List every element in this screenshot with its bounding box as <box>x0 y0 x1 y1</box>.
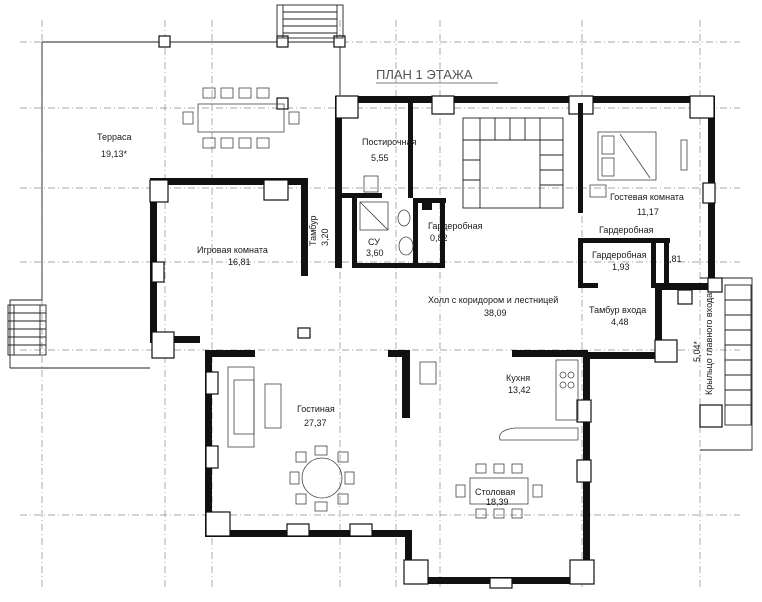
bathroom-fixtures <box>359 175 432 256</box>
room-area-living-room: 27,37 <box>304 418 327 428</box>
room-area-dining-room: 18,39 <box>486 497 509 507</box>
room-name-vestibule: Тамбур <box>308 215 318 246</box>
room-name-hall: Холл с коридором и лестницей <box>428 295 558 305</box>
room-area-vestibule: 3,20 <box>320 228 330 246</box>
room-area-terrace: 19,13* <box>101 149 128 159</box>
game-room-walls <box>149 178 311 359</box>
terrace <box>9 35 346 369</box>
interior-walls <box>335 103 670 418</box>
room-name-kitchen: Кухня <box>506 373 530 383</box>
porch <box>677 277 753 451</box>
room-area-bathroom: 3,60 <box>366 248 384 258</box>
room-name-dining-room: Столовая <box>475 487 515 497</box>
room-name-terrace: Терраса <box>97 132 132 142</box>
room-area-kitchen: 13,42 <box>508 385 531 395</box>
room-area-entry-vestibule: 4,48 <box>611 317 629 327</box>
room-name-entry-vestibule: Тамбур входа <box>589 305 646 315</box>
room-area-laundry: 5,55 <box>371 153 389 163</box>
dining-table <box>455 463 543 519</box>
room-name-bathroom: СУ <box>368 237 380 247</box>
room-name-living-room: Гостиная <box>297 404 335 414</box>
room-area-wardrobe-3: 0,81 <box>664 254 682 264</box>
room-name-laundry: Постирочная <box>362 137 417 147</box>
room-name-wardrobe-1: Гардеробная <box>428 221 483 231</box>
house-outer-walls <box>205 95 716 589</box>
room-name-guest-room: Гостевая комната <box>610 192 684 202</box>
plan-title: ПЛАН 1 ЭТАЖА <box>376 67 473 82</box>
kitchen-counters <box>419 359 579 441</box>
room-name-wardrobe-2: Гардеробная <box>592 250 647 260</box>
room-name-main-porch: Крыльцо главного входа <box>704 293 714 395</box>
room-area-guest-room: 11,17 <box>637 207 659 217</box>
room-labels: Терраса 19,13* Постирочная 5,55 Гостевая… <box>97 132 714 507</box>
living-sofa <box>227 366 282 448</box>
room-area-game-room: 16,81 <box>228 257 251 267</box>
room-area-hall: 38,09 <box>484 308 507 318</box>
room-area-main-porch: 5,04* <box>692 340 702 362</box>
terrace-dining-table <box>182 87 300 149</box>
room-name-game-room: Игровая комната <box>197 245 268 255</box>
staircase <box>462 117 564 209</box>
round-table <box>289 445 355 512</box>
terrace-stairs-left <box>7 304 47 356</box>
terrace-stairs-top <box>276 4 344 39</box>
room-area-wardrobe-2: 1,93 <box>612 262 630 272</box>
guest-bed <box>589 131 688 198</box>
room-name-wardrobe-3: Гардеробная <box>599 225 654 235</box>
room-area-wardrobe-1: 0,82 <box>430 233 448 243</box>
